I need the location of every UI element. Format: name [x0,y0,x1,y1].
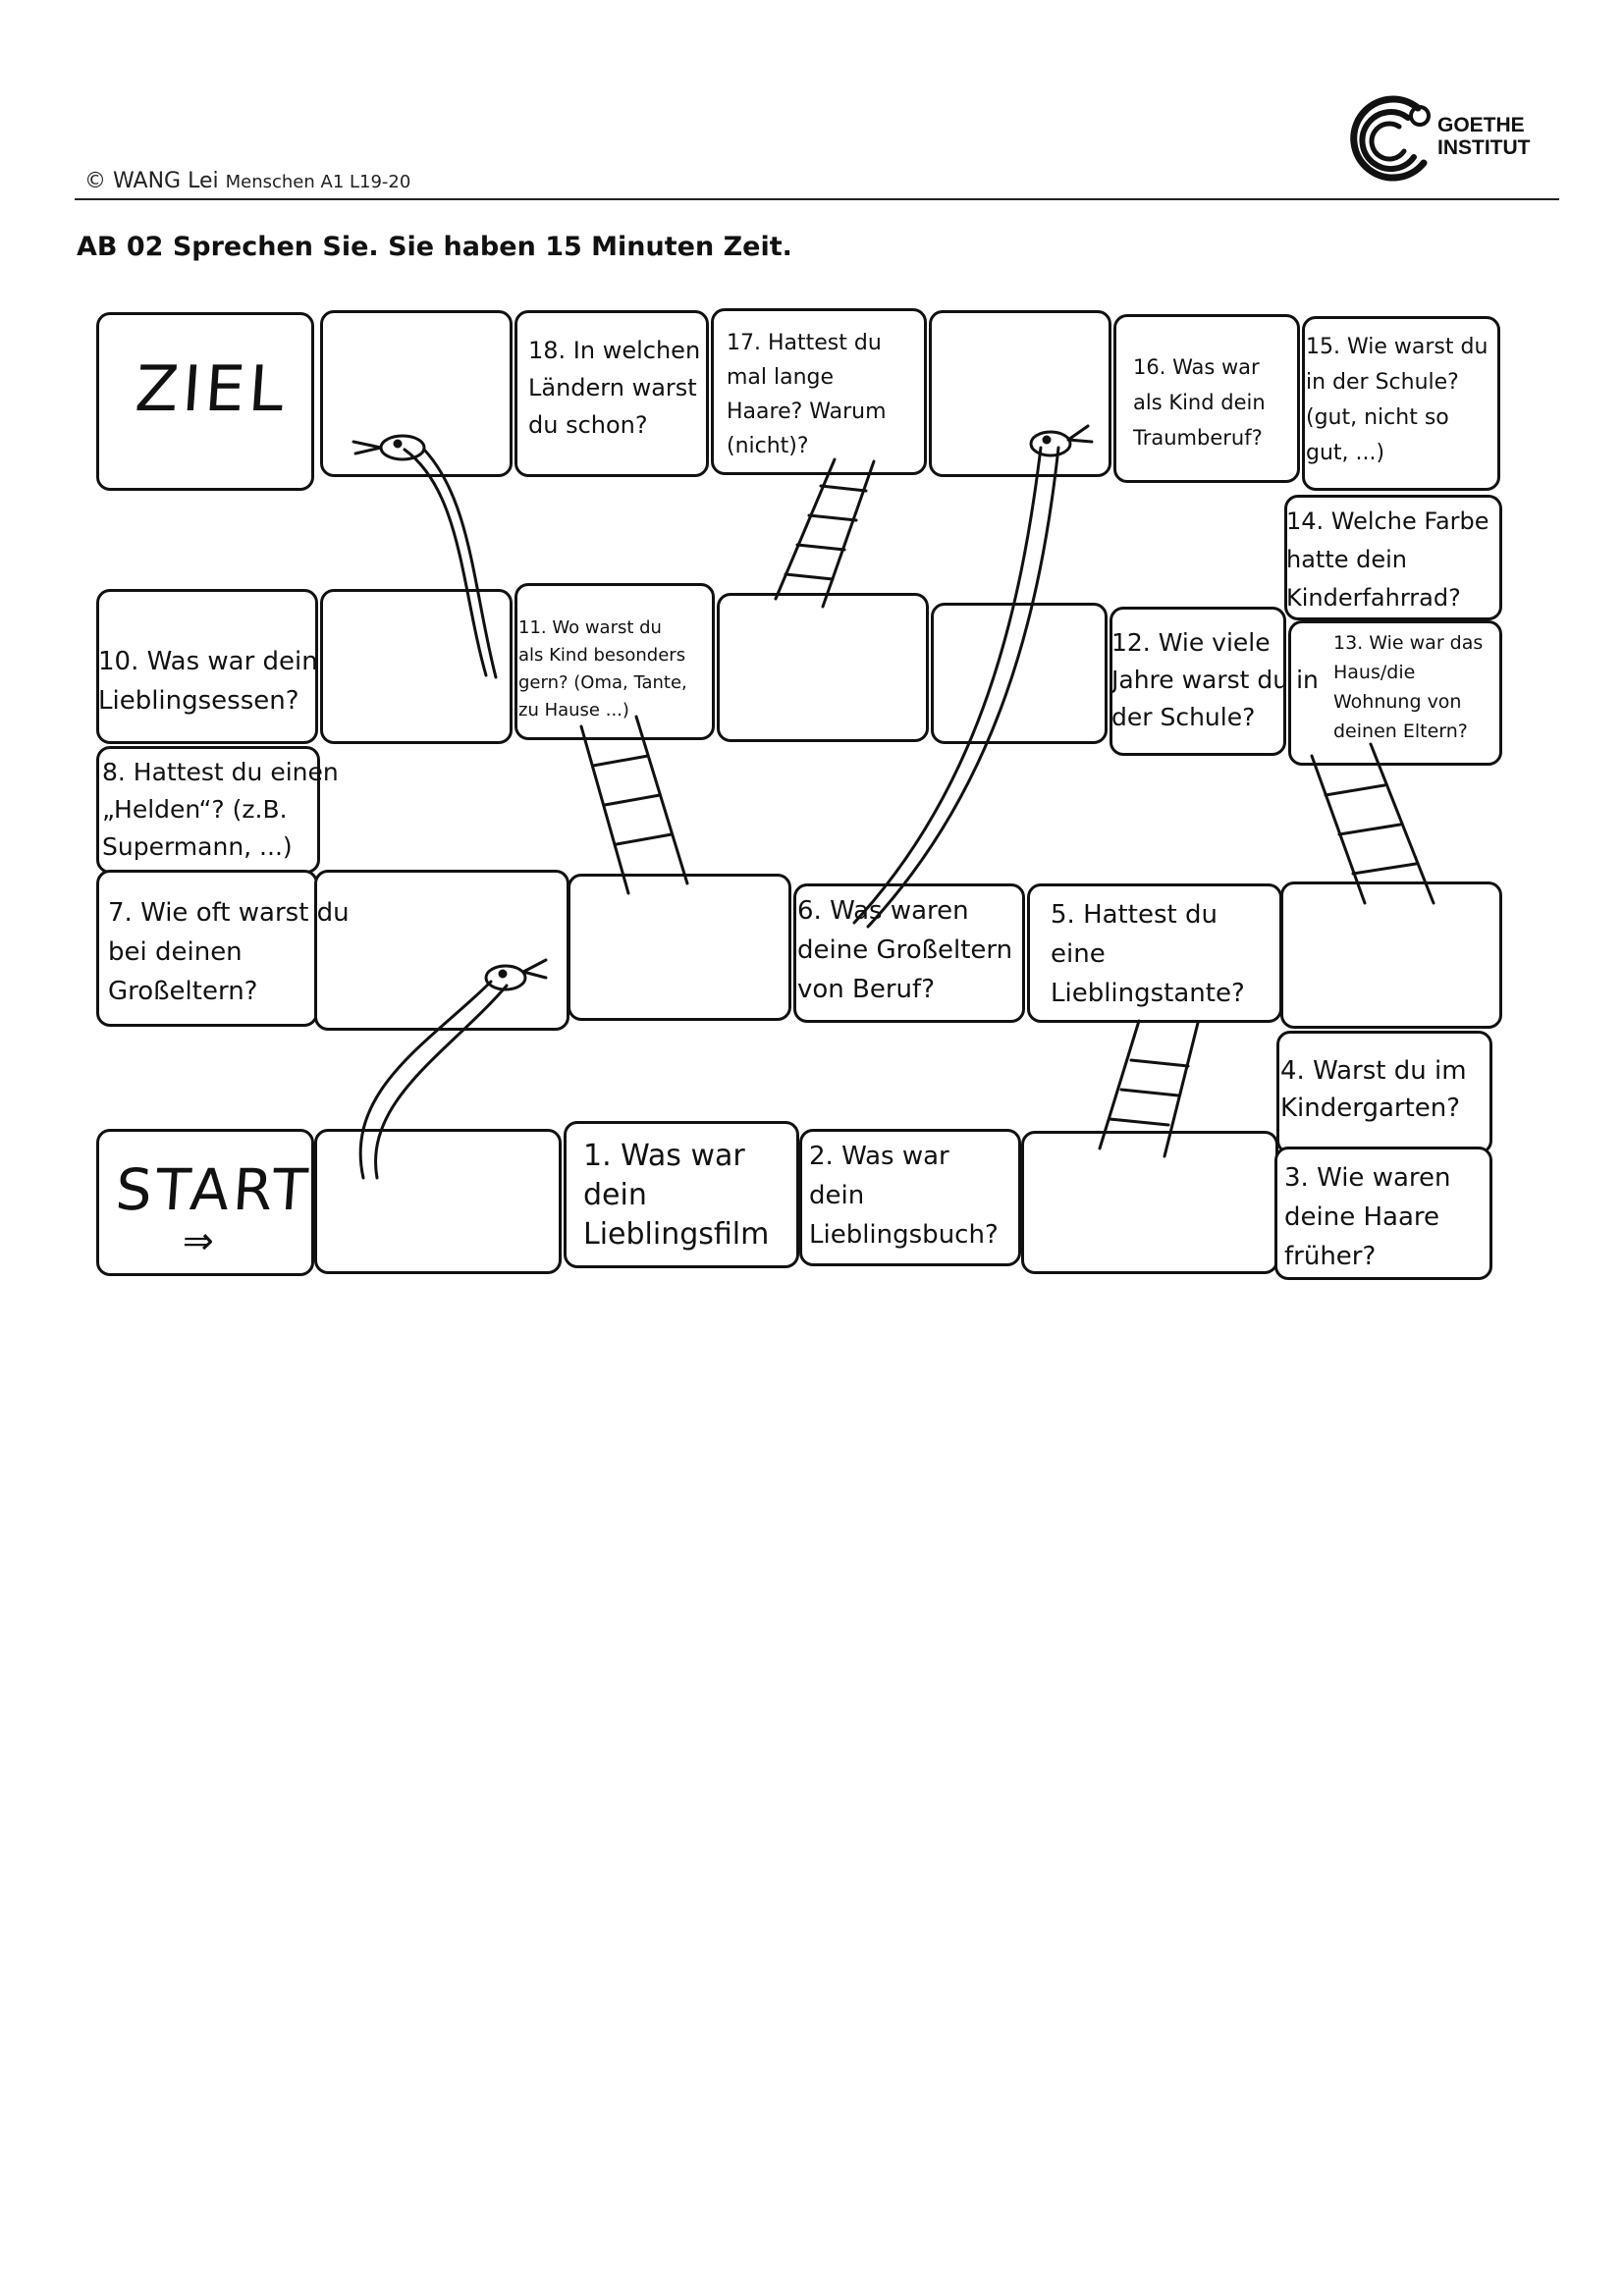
board-field [514,310,709,477]
board-field [931,603,1108,744]
field-4: 4. Warst du im Kindergarten? [1280,1056,1467,1123]
board-field [1110,607,1286,756]
field-10: 10. Was war dein Lieblingsessen? [98,647,318,716]
goethe-logo-text: GOETHE INSTITUT [1437,114,1531,159]
board-field [717,593,929,742]
board-field [1276,1031,1492,1154]
board-field [1280,881,1502,1029]
goal-field [96,312,314,491]
field-14: 14. Welche Farbe hatte dein Kinderfahrra… [1286,507,1489,612]
field-12: 12. Wie viele Jahre warst du in der Schu… [1111,628,1319,731]
field-11: 11. Wo warst du als Kind besonders gern?… [518,617,687,721]
snake-icon [358,958,548,1180]
copyright-credit: © WANG Lei Menschen A1 L19-20 [84,169,410,193]
field-8: 8. Hattest du einen „Helden“? (z.B. Supe… [102,758,339,861]
board-field [1288,620,1502,766]
field-2: 2. Was war dein Lieblingsbuch? [809,1142,999,1250]
field-13: 13. Wie war das Haus/die Wohnung von dei… [1333,632,1484,742]
ladder-icon [774,457,876,609]
start-field [96,1129,314,1276]
credit-author: © WANG Lei [84,169,219,193]
board-field [314,870,569,1031]
field-18: 18. In welchen Ländern warst du schon? [528,337,701,439]
ladder-icon [1310,742,1435,905]
board-field [314,1129,562,1274]
board-field [1027,883,1282,1023]
field-5: 5. Hattest du eine Lieblingstante? [1051,900,1245,1008]
logo-line-1: GOETHE [1437,114,1525,136]
field-1: 1. Was war dein Lieblingsfilm [583,1139,770,1252]
field-15: 15. Wie warst du in der Schule? (gut, ni… [1306,335,1489,465]
board-field [929,310,1111,477]
board-field [1302,316,1500,491]
board-field [96,589,318,744]
snake-icon [352,434,498,679]
board-field [96,746,320,874]
snake-icon [852,424,1094,929]
field-3: 3. Wie waren deine Haare früher? [1284,1163,1451,1271]
field-7: 7. Wie oft warst du bei deinen Großelter… [108,898,350,1006]
board-field [793,883,1025,1023]
board-field [799,1129,1021,1266]
field-16: 16. Was war als Kind dein Traumberuf? [1133,355,1266,450]
goethe-logo-icon [1350,95,1431,182]
board-field [1113,314,1300,483]
credit-course: Menschen A1 L19-20 [225,172,411,192]
board-field [1284,495,1502,620]
board-field [514,583,715,740]
logo-line-2: INSTITUT [1437,136,1531,159]
board-field [568,874,791,1021]
board-field [96,870,318,1027]
ladder-icon [579,715,689,895]
board-field [1021,1131,1278,1274]
board-field [320,310,513,477]
ladder-icon [1098,1019,1200,1158]
task-title: AB 02 Sprechen Sie. Sie haben 15 Minuten… [77,232,792,262]
board-illustrations [352,424,1435,1180]
header-divider [75,198,1559,200]
board-field [1274,1147,1492,1280]
field-17: 17. Hattest du mal lange Haare? Warum (n… [727,331,887,458]
board-field [711,308,927,475]
board-field [320,589,513,744]
board-field [564,1121,799,1268]
